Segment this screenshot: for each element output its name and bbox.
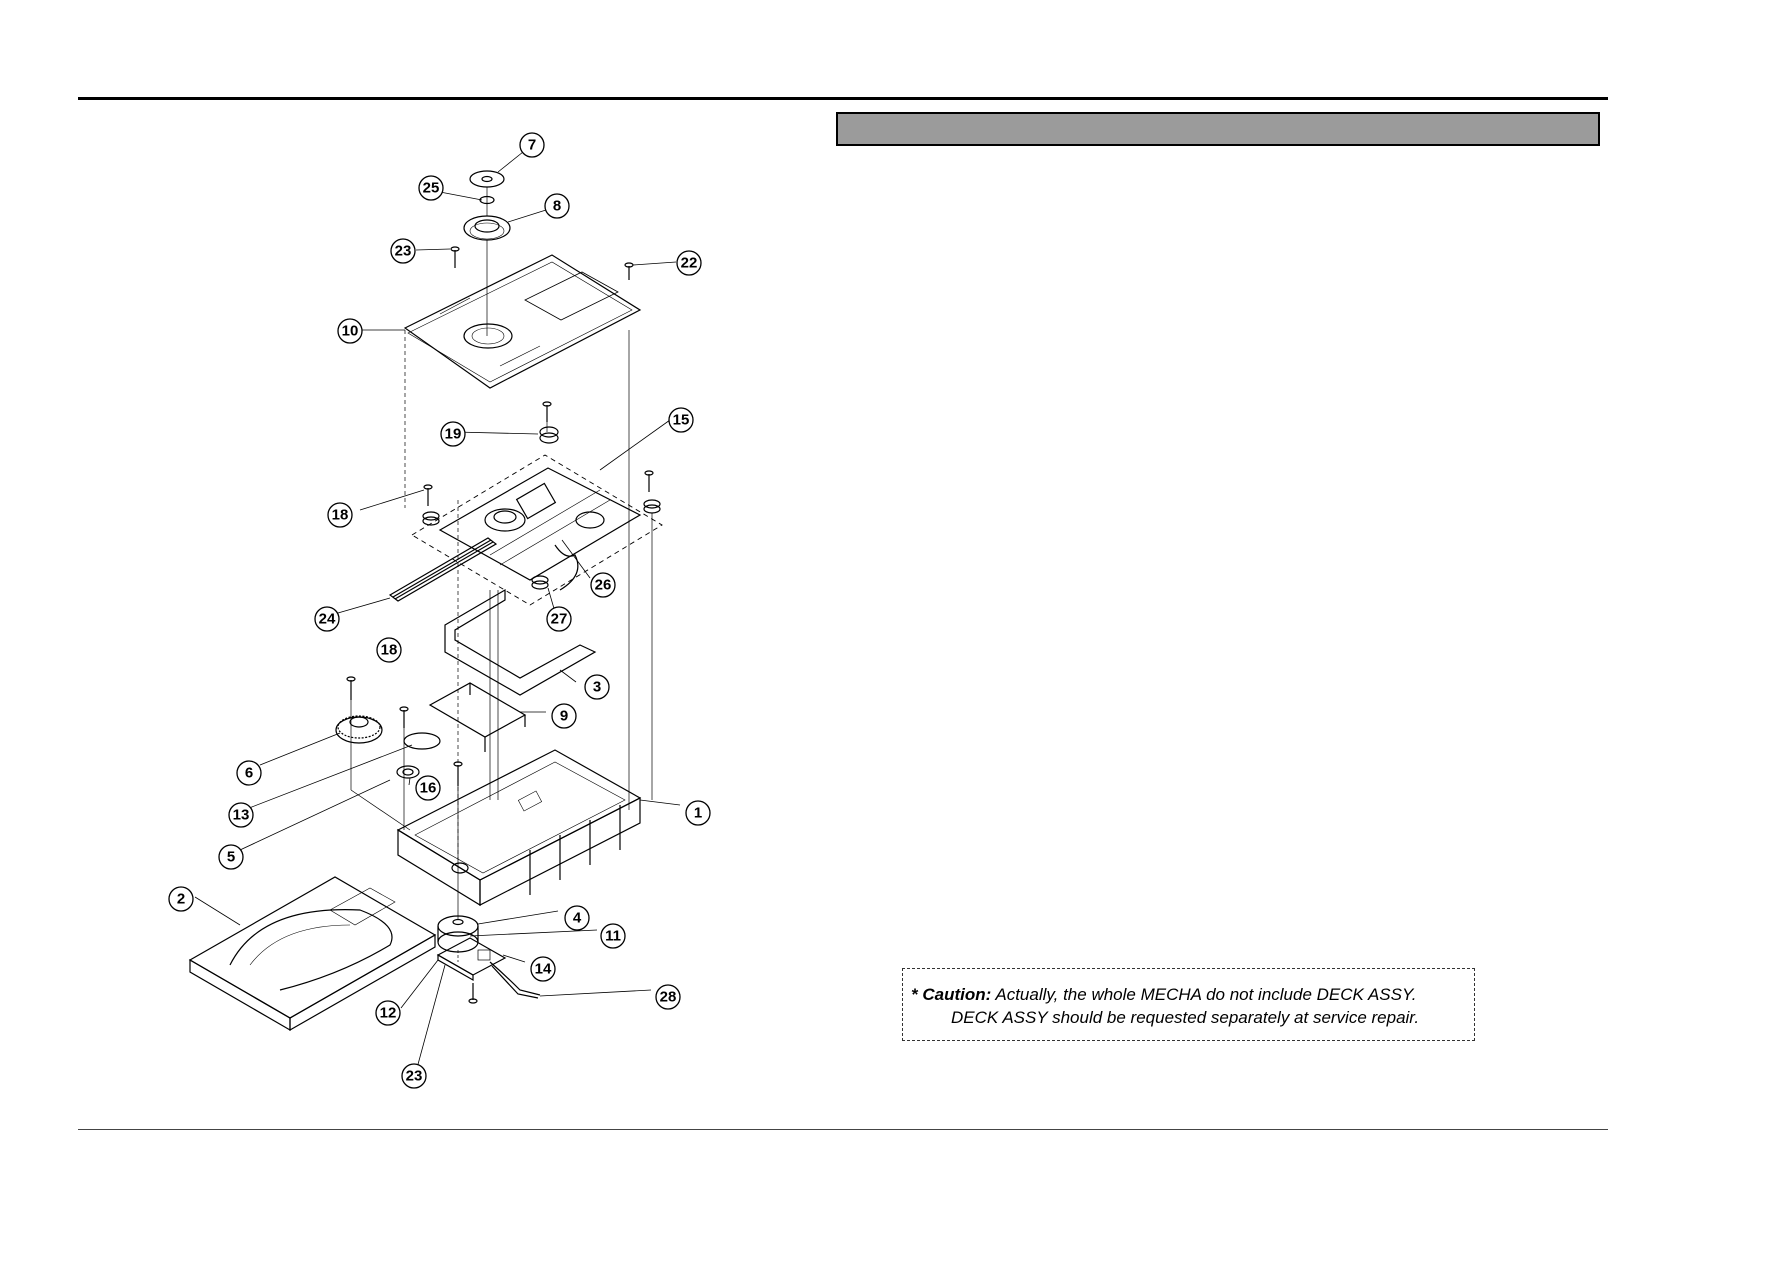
pickup-deck-outline [411, 454, 663, 606]
callout-3: 3 [593, 679, 601, 696]
callout-1: 1 [694, 805, 702, 822]
callout-5: 5 [227, 849, 235, 866]
callout-circle-18b [376, 637, 402, 663]
callout-circle-2 [168, 886, 194, 912]
callout-19: 19 [445, 426, 462, 443]
callout-circle-16 [415, 775, 441, 801]
flat-cable-part [388, 537, 498, 602]
damper-parts [422, 426, 661, 590]
callout-circle-12 [375, 1000, 401, 1026]
callout-18: 18 [332, 507, 349, 524]
section-title-bar [836, 112, 1600, 146]
callout-circle-1 [685, 800, 711, 826]
callout-circle-4 [564, 905, 590, 931]
caution-label: * Caution: [911, 985, 992, 1004]
callout-10: 10 [342, 323, 359, 340]
callout-22: 22 [681, 255, 698, 272]
callout-circle-8 [544, 193, 570, 219]
spindle-motor-part [437, 915, 479, 953]
screw-parts [346, 246, 654, 1004]
top-plate-part [403, 254, 642, 389]
rail-part [428, 590, 527, 800]
callout-circle-22 [676, 250, 702, 276]
callout-circle-6 [236, 760, 262, 786]
callout-14: 14 [535, 961, 552, 978]
callout-9: 9 [560, 708, 568, 725]
callout-circle-28 [655, 984, 681, 1010]
callout-circle-25 [418, 175, 444, 201]
callout-circle-27 [546, 606, 572, 632]
callout-circle-11 [600, 923, 626, 949]
callout-25: 25 [423, 180, 440, 197]
disc-tray-part [188, 876, 437, 1032]
callout-27: 27 [551, 611, 568, 628]
main-chassis-part [396, 749, 642, 907]
callout-circle-9 [551, 703, 577, 729]
callout-circle-18 [327, 502, 353, 528]
callout-16: 16 [420, 780, 437, 797]
callout-15: 15 [673, 412, 690, 429]
callout-23: 23 [395, 243, 412, 260]
callout-12: 12 [380, 1005, 397, 1022]
header-rule [78, 97, 1608, 100]
bracket-part [444, 588, 597, 696]
callout-4: 4 [573, 910, 582, 927]
callout-2: 2 [177, 891, 185, 908]
footer-rule [78, 1129, 1608, 1130]
callout-circles [168, 132, 711, 1089]
callout-circle-19 [440, 421, 466, 447]
callout-circle-23b [401, 1063, 427, 1089]
callout-7: 7 [528, 137, 536, 154]
callout-circle-3 [584, 674, 610, 700]
drive-gear-parts [335, 715, 441, 779]
callout-circle-26 [590, 572, 616, 598]
caution-line-2: DECK ASSY should be requested separately… [951, 1008, 1420, 1027]
callout-18b: 18 [381, 642, 398, 659]
callout-6: 6 [245, 765, 253, 782]
callout-24: 24 [319, 611, 336, 628]
callout-23b: 23 [406, 1068, 423, 1085]
callout-26: 26 [595, 577, 612, 594]
caution-line-1: Actually, the whole MECHA do not include… [995, 985, 1417, 1004]
exploded-view-diagram: 7 25 8 23 22 10 19 15 18 26 24 27 18 3 9… [168, 132, 711, 1089]
motor-pcb-part [436, 937, 541, 999]
pickup-deck-part [438, 467, 642, 591]
callout-circle-5 [218, 844, 244, 870]
caution-note: * Caution: Actually, the whole MECHA do … [902, 968, 1475, 1041]
callout-11: 11 [605, 928, 621, 945]
callout-28: 28 [660, 989, 677, 1006]
callout-circle-13 [228, 802, 254, 828]
guide-lines [350, 187, 653, 962]
callout-circle-24 [314, 606, 340, 632]
callout-circle-10 [337, 318, 363, 344]
callout-circle-14 [530, 956, 556, 982]
callout-13: 13 [233, 807, 250, 824]
callout-8: 8 [553, 198, 561, 215]
callout-circle-7 [519, 132, 545, 158]
callout-circle-23 [390, 238, 416, 264]
callout-circle-15 [668, 407, 694, 433]
leader-lines [194, 151, 681, 1069]
